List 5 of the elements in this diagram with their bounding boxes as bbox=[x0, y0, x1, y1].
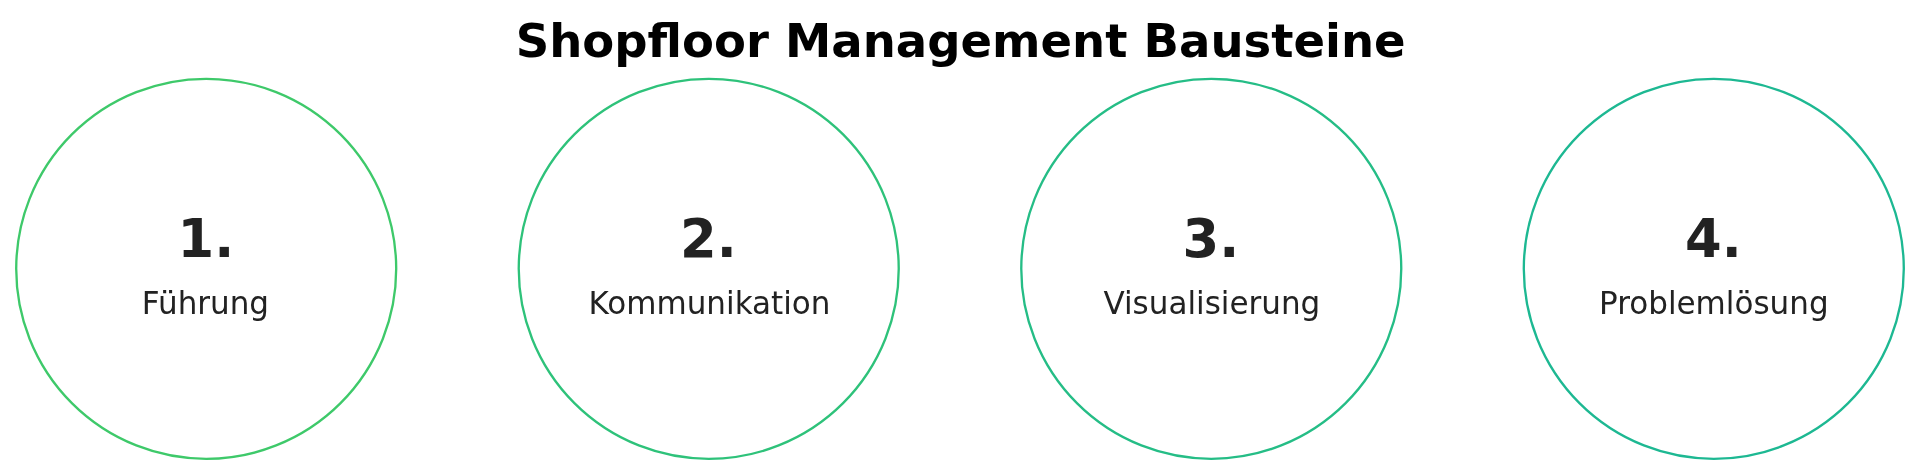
node-circle: 3. Visualisierung bbox=[1020, 77, 1403, 460]
node-circle: 4. Problemlösung bbox=[1522, 77, 1905, 460]
node-circle: 2. Kommunikation bbox=[517, 77, 900, 460]
diagram-title: Shopfloor Management Bausteine bbox=[515, 14, 1406, 69]
node-circle: 1. Führung bbox=[15, 77, 398, 460]
